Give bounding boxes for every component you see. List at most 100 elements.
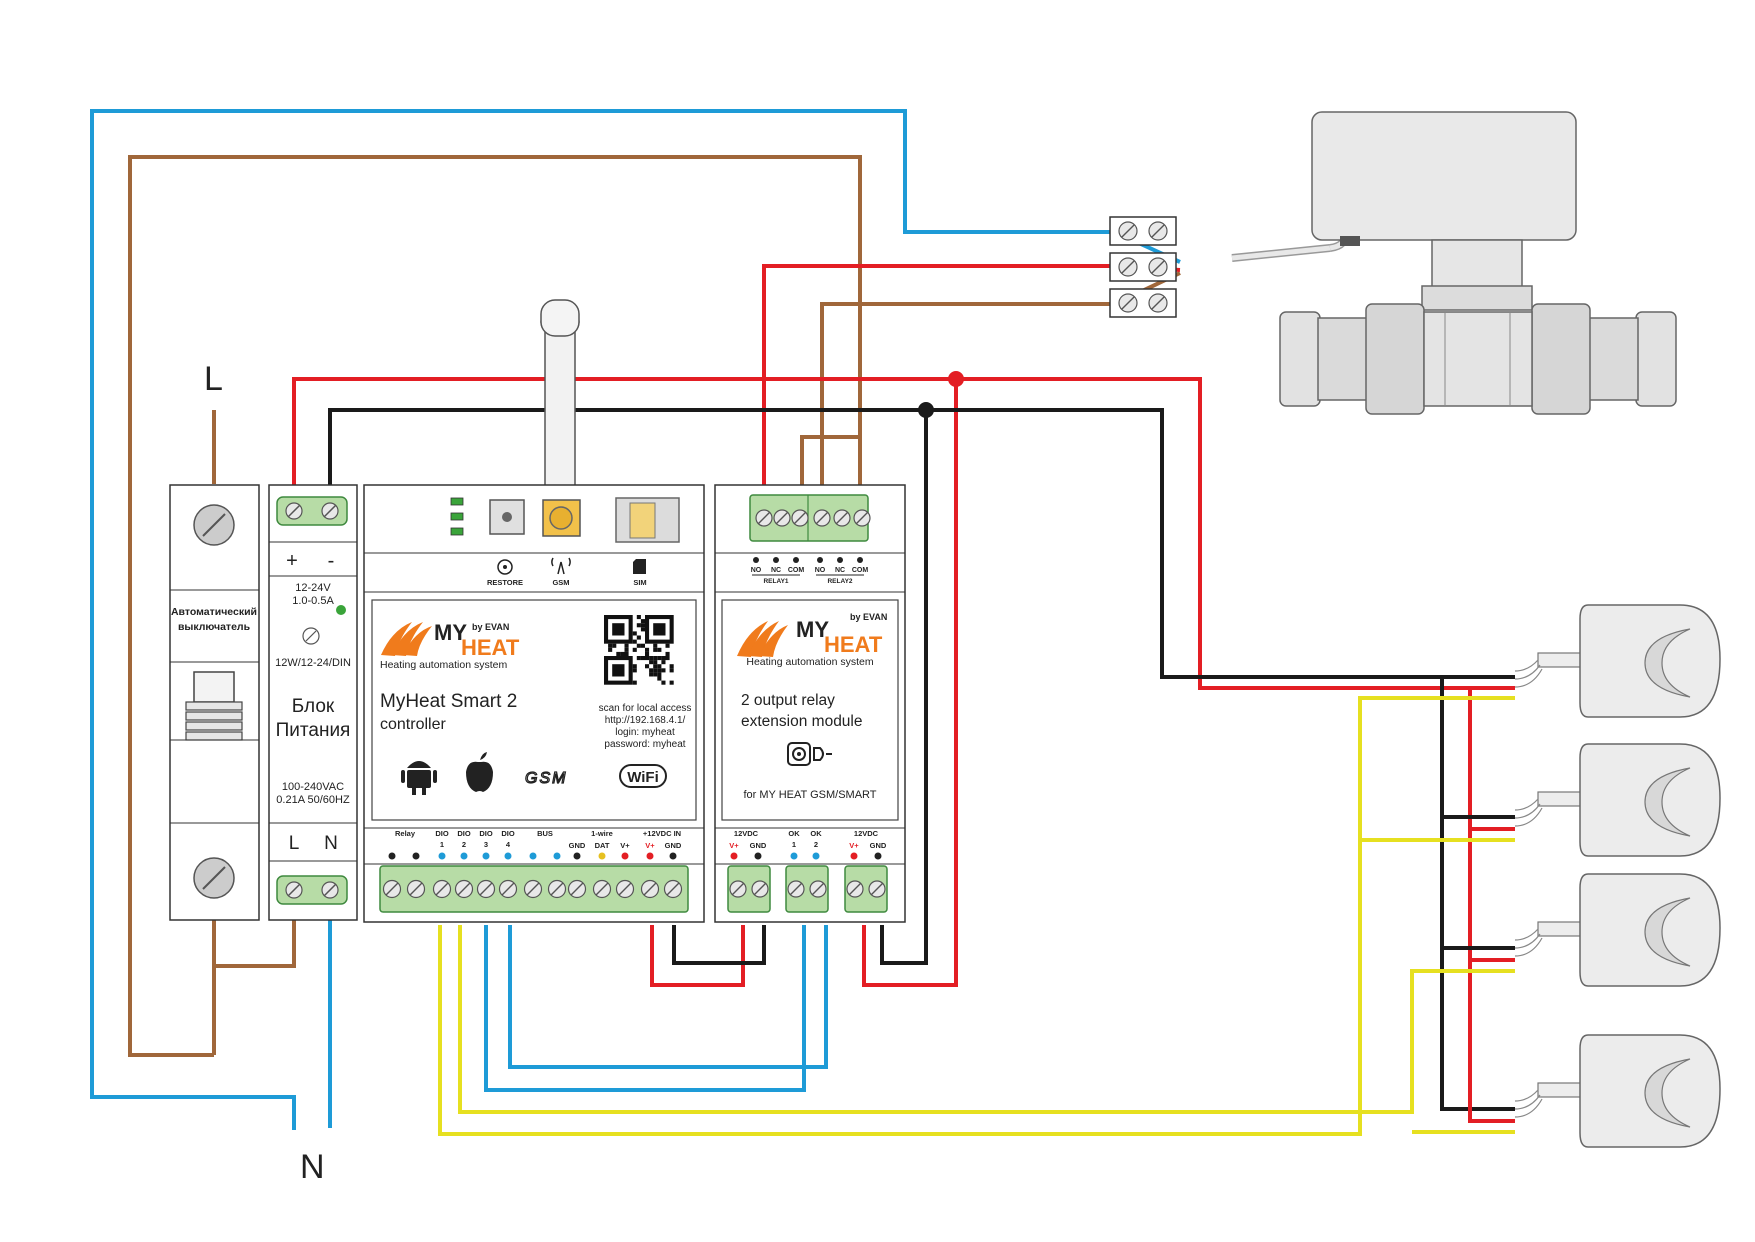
- screw-icon: [640, 879, 660, 899]
- relay-title2: extension module: [741, 713, 863, 730]
- relay-ok1: OK: [788, 829, 800, 838]
- relay-no1: NO: [751, 567, 762, 574]
- term-n1: 1: [440, 840, 444, 849]
- gsm-signal-icon: [551, 557, 571, 575]
- junction-black: [918, 402, 934, 418]
- relay-compat: for MY HEAT GSM/SMART: [743, 789, 876, 801]
- relay-12vdc-b: 12VDC: [854, 829, 879, 838]
- android-icon: [401, 761, 437, 795]
- apple-icon: [466, 752, 493, 792]
- controller-title1: MyHeat Smart 2: [380, 691, 517, 712]
- relay1-label: RELAY1: [763, 578, 788, 585]
- psu-input1: 100-240VAC: [282, 781, 344, 793]
- wire-yellow-s3: [458, 925, 1515, 1114]
- screw-icon: [787, 880, 805, 898]
- restore-icon: [497, 559, 513, 575]
- psu-rating1: 12-24V: [295, 582, 331, 594]
- screw-icon: [751, 880, 769, 898]
- access-line2: http://192.168.4.1/: [605, 715, 686, 726]
- temperature-sensor: [1514, 604, 1721, 718]
- psu-minus: -: [328, 550, 335, 572]
- screw-icon: [592, 879, 612, 899]
- wire-black-sensor-branch: [1440, 677, 1515, 1111]
- circuit-breaker: Автоматический выключатель: [169, 484, 260, 921]
- status-led: [336, 605, 346, 615]
- wire-yellow-s1: [438, 696, 1515, 1136]
- access-line1: scan for local access: [599, 703, 692, 714]
- relay-nc2: NC: [835, 567, 845, 574]
- psu-rating2: 1.0-0.5A: [292, 595, 334, 607]
- screw-icon: [773, 509, 791, 527]
- relay-com1: COM: [788, 567, 805, 574]
- psu-name1: Блок: [292, 696, 335, 717]
- antenna-icon: [544, 319, 576, 503]
- pin-markers: [388, 852, 677, 860]
- relay-gnd-a: GND: [750, 841, 767, 850]
- wire-blue-dio1: [484, 925, 806, 1092]
- gsm-logo: GSM: [525, 770, 567, 787]
- screw-icon: [813, 509, 831, 527]
- screw-icon: [755, 509, 773, 527]
- wire-black-bus-drop: [880, 410, 928, 965]
- screw-icon: [476, 879, 496, 899]
- term-n4: 4: [506, 840, 511, 849]
- brand-by: by EVAN: [472, 622, 509, 632]
- power-supply: + - 12-24V 1.0-0.5A 12W/12-24/DIN Блок П…: [268, 484, 358, 921]
- relay-connection-icon: [787, 742, 832, 766]
- relay-com2: COM: [852, 567, 869, 574]
- term-12vdc-in: +12VDC IN: [643, 829, 681, 838]
- screw-icon: [523, 879, 543, 899]
- screw-icon: [432, 879, 452, 899]
- screw-icon: [791, 509, 809, 527]
- relay-contact-markers: [753, 557, 863, 563]
- wire-red-sensor-branch: [1468, 688, 1515, 1123]
- psu-l: L: [289, 833, 300, 854]
- term-dio4: DIO: [501, 829, 515, 838]
- wire-red-controller-in: [650, 925, 745, 987]
- terminal-connector: [1109, 216, 1177, 318]
- term-gnd2: GND: [665, 841, 682, 850]
- relay-gnd-b: GND: [870, 841, 887, 850]
- screw-icon: [406, 879, 426, 899]
- controller-tagline: Heating automation system: [380, 659, 507, 671]
- relay-no2: NO: [815, 567, 826, 574]
- myheat-flame-logo: [737, 621, 788, 657]
- screw-icon: [382, 879, 402, 899]
- wire-brown-psu-l: [214, 920, 296, 968]
- term-n2: 2: [462, 840, 466, 849]
- term-relay: Relay: [395, 829, 416, 838]
- temperature-sensor: [1514, 743, 1721, 857]
- term-bus: BUS: [537, 829, 553, 838]
- controller-title2: controller: [380, 716, 446, 733]
- motorized-valve: [1231, 111, 1677, 415]
- temperature-sensor: [1514, 1034, 1721, 1148]
- term-1wire: 1-wire: [591, 829, 613, 838]
- screw-icon: [547, 879, 567, 899]
- term-gnd: GND: [569, 841, 586, 850]
- myheat-flame-logo: [381, 622, 432, 656]
- line-label: L: [204, 360, 223, 398]
- brand-my: MY: [434, 620, 467, 645]
- screw-icon: [868, 880, 886, 898]
- term-dio1: DIO: [435, 829, 449, 838]
- qr-code: [602, 613, 676, 687]
- screw-icon: [846, 880, 864, 898]
- screw-icon: [567, 879, 587, 899]
- sim-label: SIM: [633, 578, 646, 587]
- relay-brand-by: by EVAN: [850, 612, 887, 622]
- wire-black-controller-in: [672, 925, 766, 965]
- neutral-label: N: [300, 1148, 325, 1186]
- psu-input2: 0.21A 50/60HZ: [276, 794, 350, 806]
- screw-icon: [1118, 293, 1138, 313]
- gsm-label: GSM: [552, 578, 569, 587]
- screw-icon: [454, 879, 474, 899]
- brand-heat: HEAT: [461, 635, 520, 660]
- wire-red-bus-drop: [862, 379, 958, 987]
- relay-vplus-b: V+: [849, 841, 859, 850]
- relay-pin-markers: [730, 852, 882, 860]
- term-dio3: DIO: [479, 829, 493, 838]
- junction-red: [948, 371, 964, 387]
- relay-t1: 1: [792, 840, 796, 849]
- wire-red-12v-bus: [292, 377, 1515, 690]
